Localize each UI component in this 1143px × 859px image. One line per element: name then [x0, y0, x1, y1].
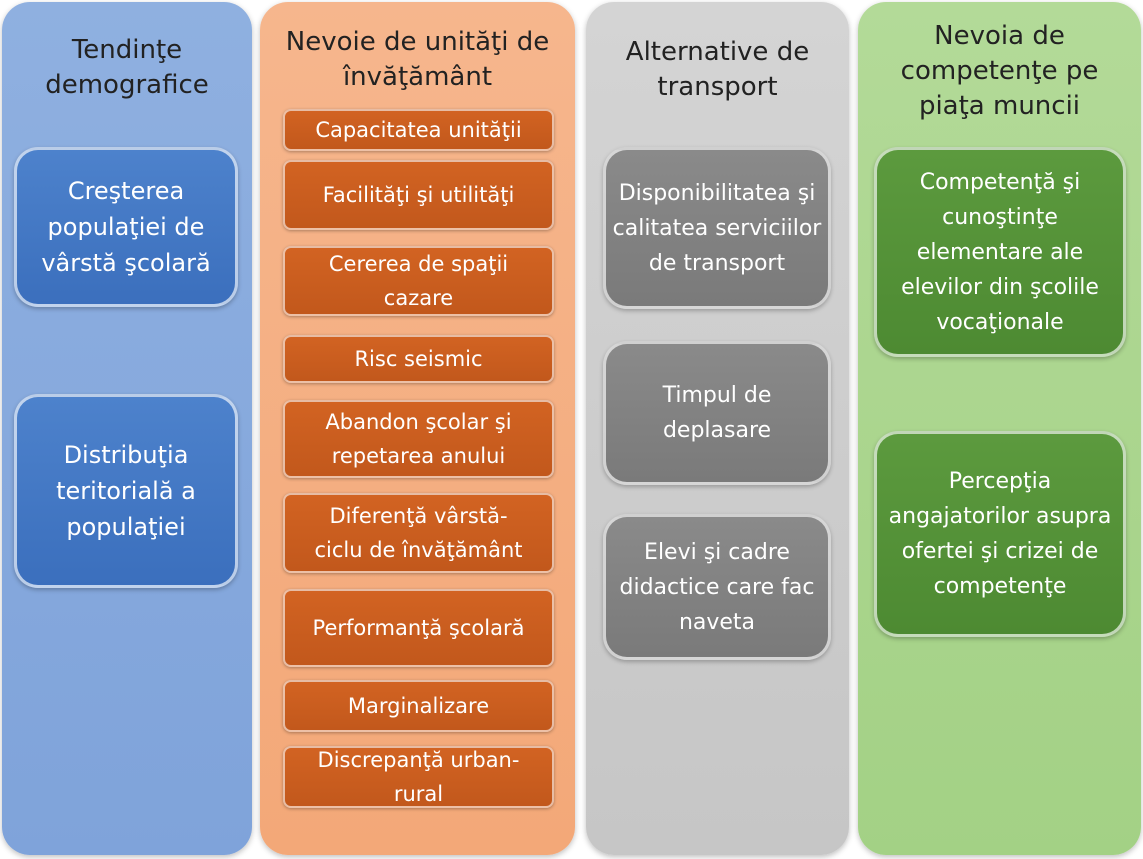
box-unit-capacity: Capacitatea unităţii — [283, 109, 554, 151]
column-title-transport-alternatives: Alternative de transport — [625, 37, 810, 102]
box-facilities-utilities: Facilităţi şi utilităţi — [283, 160, 554, 230]
box-age-cycle-difference: Diferenţă vârstă- ciclu de învăţământ — [283, 493, 554, 573]
box-travel-time: Timpul de deplasare — [603, 341, 831, 485]
box-urban-rural-gap: Discrepanţă urban- rural — [283, 746, 554, 808]
column-title-school-units-need: Nevoie de unităţi de învăţământ — [285, 27, 550, 92]
box-employer-perception: Percepţia angajatorilor asupra ofertei ş… — [874, 431, 1126, 637]
column-labor-market-skills: Nevoia de competenţe pe piaţa muncii — [858, 2, 1141, 855]
box-accommodation-demand: Cererea de spaţii cazare — [283, 246, 554, 316]
box-transport-availability: Disponibilitatea şi calitatea serviciilo… — [603, 147, 831, 309]
box-school-dropout: Abandon şcolar şi repetarea anului — [283, 400, 554, 478]
box-vocational-skills: Competenţă şi cunoştinţe elementare ale … — [874, 147, 1126, 357]
box-school-performance: Performanţă şcolară — [283, 589, 554, 667]
box-seismic-risk: Risc seismic — [283, 335, 554, 383]
box-marginalization: Marginalizare — [283, 680, 554, 732]
column-title-demographic-trends: Tendinţe demografice — [45, 35, 209, 100]
column-title-labor-market-skills: Nevoia de competenţe pe piaţa muncii — [900, 21, 1099, 121]
box-commuters: Elevi şi cadre didactice care fac naveta — [603, 514, 831, 660]
box-school-age-population-growth: Creşterea populaţiei de vârstă şcolară — [14, 147, 238, 307]
box-territorial-distribution: Distribuţia teritorială a populaţiei — [14, 394, 238, 588]
